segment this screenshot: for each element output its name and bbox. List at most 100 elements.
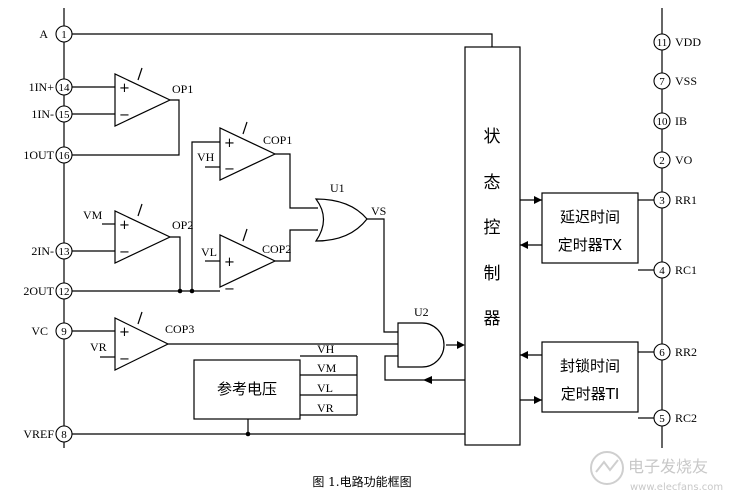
svg-text:封锁时间: 封锁时间	[560, 357, 620, 375]
op2-input-vm: VM	[83, 208, 103, 222]
svg-text:1: 1	[61, 29, 67, 41]
svg-text:VO: VO	[675, 153, 693, 167]
state-controller-block: 状 态 控 制 器	[464, 46, 521, 446]
cop3-comparator: + − COP3 VR	[90, 311, 194, 371]
svg-text:状: 状	[484, 127, 501, 147]
svg-text:2IN-: 2IN-	[31, 244, 54, 258]
cop1-input-vh: VH	[197, 150, 215, 164]
cop1-label: COP1	[263, 133, 292, 147]
svg-text:7: 7	[659, 76, 665, 88]
svg-text:3: 3	[659, 195, 665, 207]
svg-text:器: 器	[484, 309, 501, 329]
svg-text:RR1: RR1	[675, 193, 697, 207]
ref-out-vh: VH	[317, 342, 335, 356]
cop1-plus: +	[224, 136, 235, 151]
pin-8: 8 VREF	[23, 425, 73, 443]
op1-plus: +	[119, 81, 130, 96]
pin-3: 3 RR1	[653, 191, 697, 209]
ref-out-vr: VR	[317, 401, 334, 415]
cop3-input-vr: VR	[90, 340, 107, 354]
svg-text:8: 8	[61, 429, 67, 441]
cop3-minus: −	[119, 352, 130, 367]
svg-text:1IN-: 1IN-	[31, 107, 54, 121]
svg-text:14: 14	[59, 82, 71, 94]
svg-text:15: 15	[59, 109, 71, 121]
svg-text:控: 控	[484, 218, 501, 238]
cop2-comparator: + − COP2 VL	[201, 228, 291, 297]
svg-text:定时器TI: 定时器TI	[561, 385, 620, 403]
cop2-label: COP2	[262, 242, 291, 256]
pin-6: 6 RR2	[653, 343, 697, 361]
pin-4: 4 RC1	[653, 261, 697, 279]
svg-text:VREF: VREF	[23, 427, 54, 441]
op2-plus: +	[119, 218, 130, 233]
lock-timer-block: 封锁时间 定时器TI	[541, 341, 639, 413]
pin-14: 14 1IN+	[29, 78, 73, 96]
svg-text:VDD: VDD	[675, 35, 701, 49]
pin-7: 7 VSS	[653, 72, 697, 90]
pin-1: 1 A	[39, 25, 73, 43]
ref-out-vl: VL	[317, 381, 333, 395]
svg-text:5: 5	[659, 413, 665, 425]
u1-output-vs: VS	[371, 204, 386, 218]
junction-dots	[177, 288, 251, 437]
pin-11: 11 VDD	[653, 33, 701, 51]
svg-text:RR2: RR2	[675, 345, 697, 359]
op1-minus: −	[119, 108, 130, 123]
watermark: 电子发烧友 www.elecfans.com	[590, 451, 723, 493]
svg-text:定时器TX: 定时器TX	[558, 236, 622, 254]
wires	[72, 33, 654, 435]
pin-10: 10 IB	[653, 112, 687, 130]
svg-text:VC: VC	[31, 324, 48, 338]
svg-text:6: 6	[659, 347, 665, 359]
svg-text:2: 2	[659, 155, 665, 167]
pin-5: 5 RC2	[653, 409, 697, 427]
svg-text:IB: IB	[675, 114, 687, 128]
u1-label: U1	[330, 181, 345, 195]
svg-text:延迟时间: 延迟时间	[560, 208, 620, 226]
cop2-input-vl: VL	[201, 245, 217, 259]
svg-text:制: 制	[484, 264, 501, 284]
cop2-minus: −	[224, 282, 235, 297]
op2-amplifier: + − OP2 VM	[83, 203, 193, 264]
watermark-logo-icon	[590, 451, 624, 485]
svg-text:2OUT: 2OUT	[23, 284, 54, 298]
svg-text:16: 16	[59, 150, 71, 162]
op2-minus: −	[119, 245, 130, 260]
svg-text:RC2: RC2	[675, 411, 697, 425]
cop1-comparator: + − COP1 VH	[197, 121, 292, 181]
left-pins: 1 A 14 1IN+ 15 1IN- 16 1OUT 13 2IN- 12 2…	[23, 25, 73, 443]
cop1-minus: −	[224, 162, 235, 177]
svg-text:VSS: VSS	[675, 74, 697, 88]
watermark-sub: www.elecfans.com	[630, 482, 723, 493]
svg-text:态: 态	[484, 173, 501, 193]
delay-timer-block: 延迟时间 定时器TX	[541, 192, 639, 264]
u1-or-gate: U1 VS	[314, 181, 386, 242]
svg-text:1IN+: 1IN+	[29, 80, 55, 94]
svg-text:9: 9	[61, 326, 67, 338]
svg-text:RC1: RC1	[675, 263, 697, 277]
pin-13: 13 2IN-	[31, 242, 73, 260]
op1-amplifier: + − OP1	[114, 67, 193, 127]
watermark-main: 电子发烧友	[628, 457, 708, 476]
op1-label: OP1	[172, 82, 193, 96]
cop3-plus: +	[119, 325, 130, 340]
reference-title: 参考电压	[217, 380, 277, 398]
reference-voltage-block: 参考电压 VH VM VL VR	[193, 342, 337, 420]
pin-9: 9 VC	[31, 322, 73, 340]
pin-16: 16 1OUT	[23, 146, 73, 164]
figure-caption: 图 1.电路功能框图	[312, 474, 411, 489]
svg-text:4: 4	[659, 265, 665, 277]
pin-15: 15 1IN-	[31, 105, 73, 123]
svg-text:12: 12	[59, 286, 70, 298]
svg-text:1OUT: 1OUT	[23, 148, 54, 162]
cop2-plus: +	[224, 255, 235, 270]
ref-out-vm: VM	[317, 361, 337, 375]
pin-2: 2 VO	[653, 151, 693, 169]
u2-and-gate: U2	[397, 305, 445, 368]
cop3-label: COP3	[165, 322, 194, 336]
u2-label: U2	[414, 305, 429, 319]
pin-12: 12 2OUT	[23, 282, 73, 300]
svg-text:13: 13	[59, 246, 71, 258]
